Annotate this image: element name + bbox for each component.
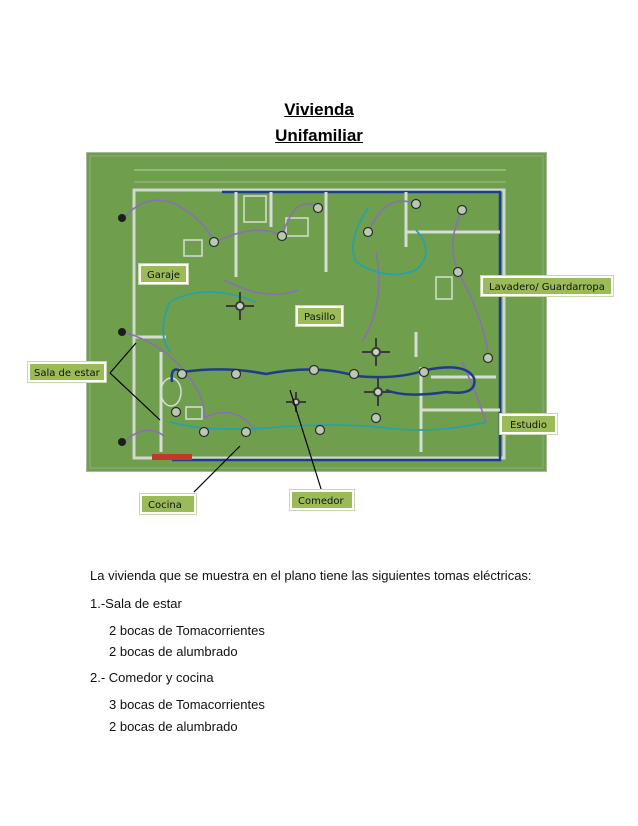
section2-item2: 2 bocas de alumbrado: [109, 719, 238, 734]
document-title-line2: Unifamiliar: [275, 126, 363, 145]
label-lavadero-guardarropa: Lavadero/ Guardarropa: [481, 276, 613, 296]
label-estudio: Estudio: [500, 414, 558, 434]
section2-item1: 3 bocas de Tomacorrientes: [109, 697, 265, 712]
label-comedor: Comedor: [290, 490, 354, 510]
section1-title: 1.-Sala de estar: [90, 596, 182, 611]
section2-title: 2.- Comedor y cocina: [90, 670, 214, 685]
label-garaje: Garaje: [139, 264, 189, 284]
section1-item2: 2 bocas de alumbrado: [109, 644, 238, 659]
intro-paragraph: La vivienda que se muestra en el plano t…: [90, 568, 532, 583]
section1-item1: 2 bocas de Tomacorrientes: [109, 623, 265, 638]
label-sala-de-estar: Sala de estar: [28, 362, 106, 382]
document-title-line1: Vivienda: [284, 100, 354, 119]
label-cocina: Cocina: [140, 494, 196, 514]
label-pasillo: Pasillo: [296, 306, 344, 326]
